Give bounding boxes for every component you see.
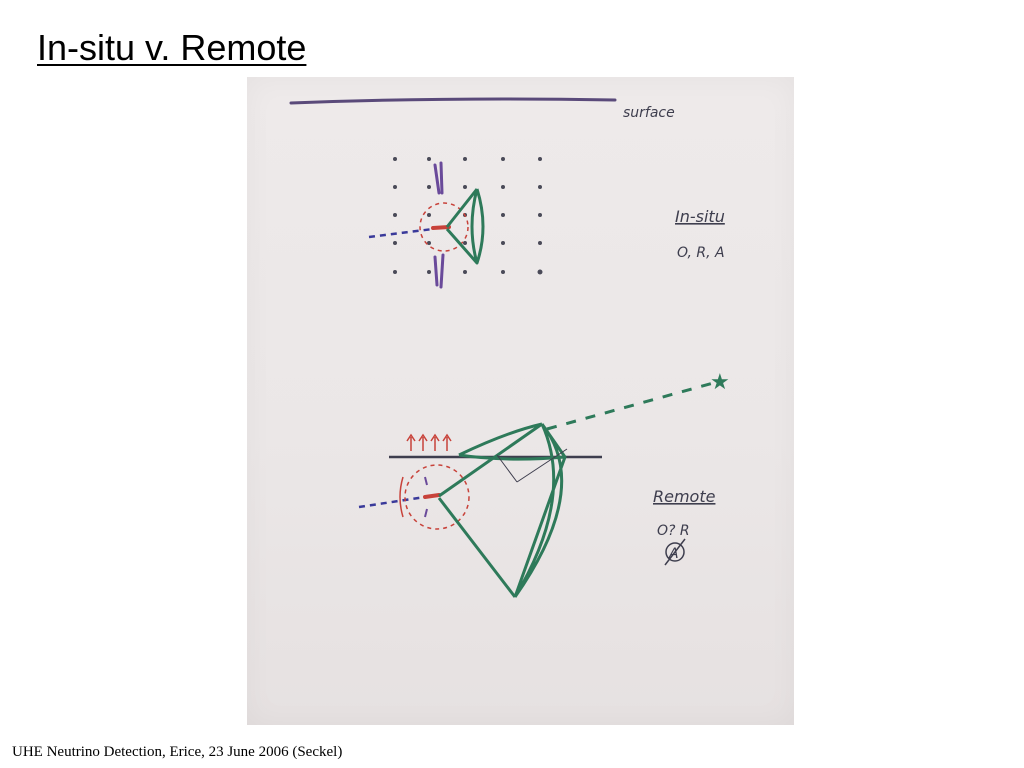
in-situ-sketch bbox=[368, 157, 543, 289]
surface-line bbox=[289, 97, 617, 105]
in-situ-note: O, R, A bbox=[677, 245, 725, 261]
slide-footer: UHE Neutrino Detection, Erice, 23 June 2… bbox=[12, 744, 343, 760]
whiteboard-photo: surface In-situ O, R, A bbox=[247, 77, 794, 725]
source-star-icon: ★ bbox=[710, 369, 730, 394]
remote-note: O? R bbox=[657, 523, 690, 539]
crossed-out-a: A bbox=[664, 538, 686, 566]
cherenkov-cone-remote bbox=[437, 422, 567, 598]
in-situ-label: In-situ bbox=[675, 207, 725, 226]
remote-label: Remote bbox=[653, 487, 716, 506]
detector-grid bbox=[393, 157, 543, 275]
incoming-track-insitu bbox=[368, 227, 434, 239]
cherenkov-cone-insitu bbox=[445, 188, 485, 265]
surface-label: surface bbox=[623, 105, 675, 121]
remote-sketch: ★ bbox=[358, 369, 730, 598]
incoming-track-remote bbox=[358, 495, 426, 509]
slide-title: In-situ v. Remote bbox=[37, 27, 307, 68]
hand-drawn-sketch: surface In-situ O, R, A bbox=[289, 97, 730, 598]
